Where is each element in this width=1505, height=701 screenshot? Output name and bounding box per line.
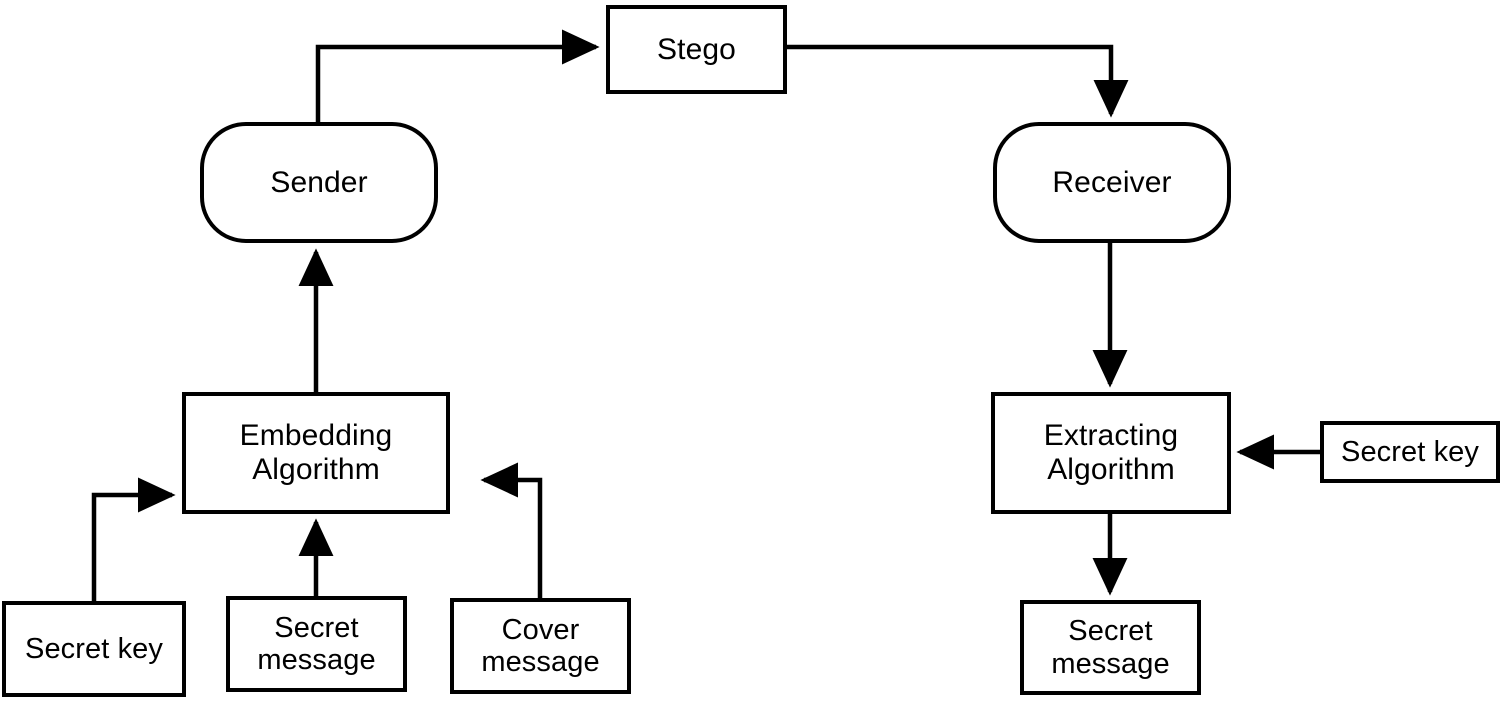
edge-cover-message-to-embedding [480, 462, 543, 598]
edge-secret-key-left-to-embedding [91, 477, 176, 601]
node-secret-message-left[interactable]: Secret message [226, 596, 407, 692]
node-sender[interactable]: Sender [200, 122, 438, 243]
node-cover-message[interactable]: Cover message [450, 598, 631, 694]
node-sender-label: Sender [270, 165, 368, 199]
edge-stego-to-receiver [787, 44, 1129, 118]
node-secret-key-right[interactable]: Secret key [1320, 421, 1500, 483]
node-stego[interactable]: Stego [606, 5, 787, 94]
node-secret-message-right-label: Secret message [1051, 615, 1170, 680]
node-embedding-algorithm[interactable]: Embedding Algorithm [182, 392, 450, 514]
node-embedding-algorithm-label: Embedding Algorithm [239, 419, 393, 486]
node-extracting-algorithm[interactable]: Extracting Algorithm [991, 392, 1231, 514]
node-secret-message-right[interactable]: Secret message [1020, 600, 1201, 695]
edge-sender-to-stego [315, 29, 600, 124]
node-cover-message-label: Cover message [481, 613, 600, 678]
node-stego-label: Stego [657, 32, 736, 66]
node-secret-message-left-label: Secret message [257, 611, 376, 676]
node-secret-key-left-label: Secret key [25, 632, 163, 665]
node-extracting-algorithm-label: Extracting Algorithm [1043, 419, 1179, 486]
node-receiver-label: Receiver [1052, 165, 1172, 199]
node-secret-key-right-label: Secret key [1341, 435, 1479, 468]
node-secret-key-left[interactable]: Secret key [2, 601, 186, 697]
node-receiver[interactable]: Receiver [993, 122, 1231, 243]
